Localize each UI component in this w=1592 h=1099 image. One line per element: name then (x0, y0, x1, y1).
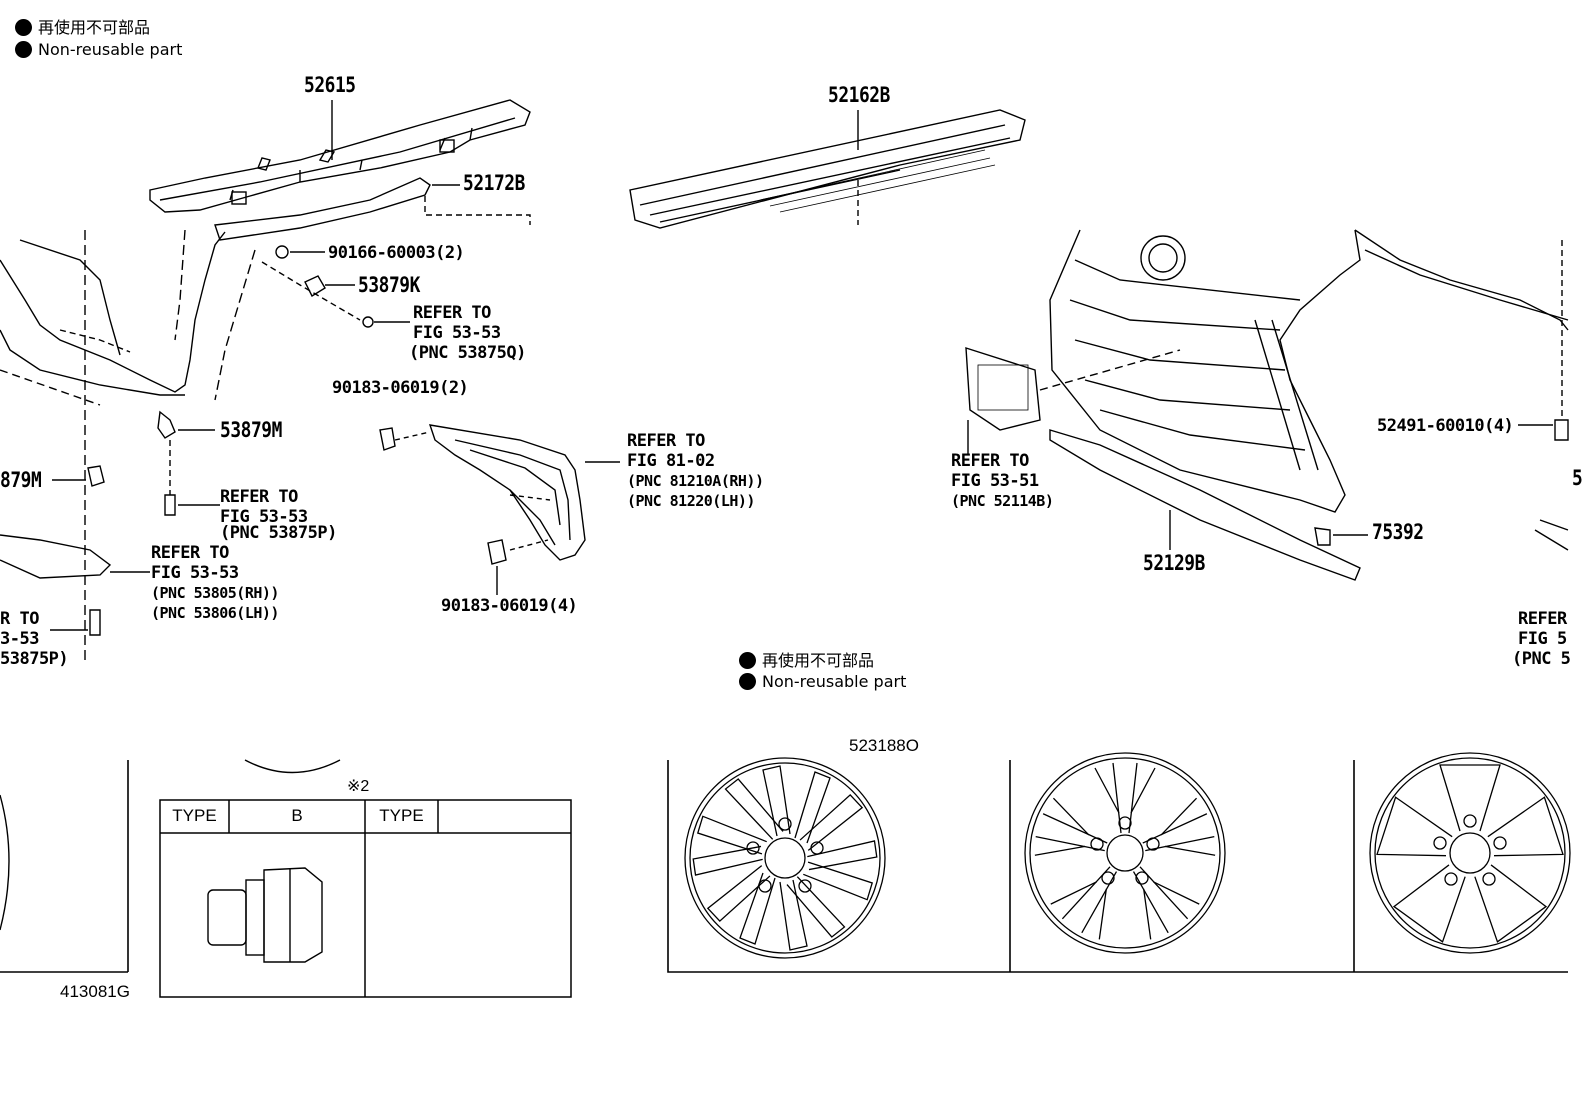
part-label-52172B: 52172B (463, 171, 525, 195)
table-header-type-1: TYPE (172, 806, 217, 825)
part-label-52491: 52491-60010(4) (1377, 416, 1514, 436)
refer-81-02: REFER TO FIG 81-02 (PNC 81210A(RH)) (PNC… (627, 431, 764, 510)
left-caption: 413081G (60, 982, 130, 1001)
table-note: ※2 (347, 778, 370, 795)
part-label-53879K: 53879K (358, 273, 420, 297)
legend-top-jp: 再使用不可部品 (15, 14, 150, 38)
part-label-52129B: 52129B (1143, 551, 1205, 575)
part-label-right-cut: 5 (1572, 466, 1583, 490)
wheel-2 (1024, 752, 1226, 954)
part-label-53879M: 53879M (220, 418, 282, 442)
legend-top-en: Non-reusable part (15, 40, 182, 59)
refer-53875Q: REFER TO FIG 53-53 (PNC 53875Q) (409, 303, 526, 363)
part-label-53879M-cut: 879M (0, 468, 42, 492)
filled-circle-icon (739, 652, 756, 669)
grille-main-drawing (1049, 229, 1361, 513)
wheel-1 (682, 757, 888, 959)
part-label-90183-4: 90183-06019(4) (441, 596, 578, 616)
filled-circle-icon (15, 41, 32, 58)
legend-mid-en: Non-reusable part (739, 672, 906, 691)
plate-bracket-drawing (965, 347, 1041, 431)
table-header-b: B (291, 806, 303, 825)
strip-52129B-drawing (1049, 429, 1361, 581)
refer-52114B: REFER TO FIG 53-51 (PNC 52114B) (951, 451, 1054, 510)
wheel-3 (1369, 752, 1571, 954)
bracket-foglamp-drawing (428, 424, 586, 561)
part-label-52615: 52615 (304, 73, 356, 97)
lugnut-drawing (207, 867, 323, 963)
legend-mid-jp: 再使用不可部品 (739, 647, 874, 671)
part-label-90166: 90166-60003(2) (328, 243, 465, 263)
wheels-caption: 523188O (849, 736, 919, 755)
part-label-90183-2: 90183-06019(2) (332, 378, 469, 398)
filled-circle-icon (15, 19, 32, 36)
table-header-type-2: TYPE (379, 806, 424, 825)
refer-right-cut: REFER FIG 5 (PNC 5 (1512, 609, 1571, 669)
refer-53805-53806: REFER TO FIG 53-53 (PNC 53805(RH)) (PNC … (151, 543, 279, 622)
bracket-52615-drawing (149, 99, 531, 213)
refer-53875P: REFER TO FIG 53-53 (PNC 53875P) (220, 487, 337, 543)
grille-52162B-drawing (629, 109, 1026, 229)
part-label-75392: 75392 (1372, 520, 1424, 544)
refer-left-cut: R TO 3-53 53875P) (0, 609, 69, 669)
filled-circle-icon (739, 673, 756, 690)
part-label-52162B: 52162B (828, 83, 890, 107)
lugnut-table-lines (159, 799, 572, 998)
strip-52172B-drawing (214, 177, 431, 241)
